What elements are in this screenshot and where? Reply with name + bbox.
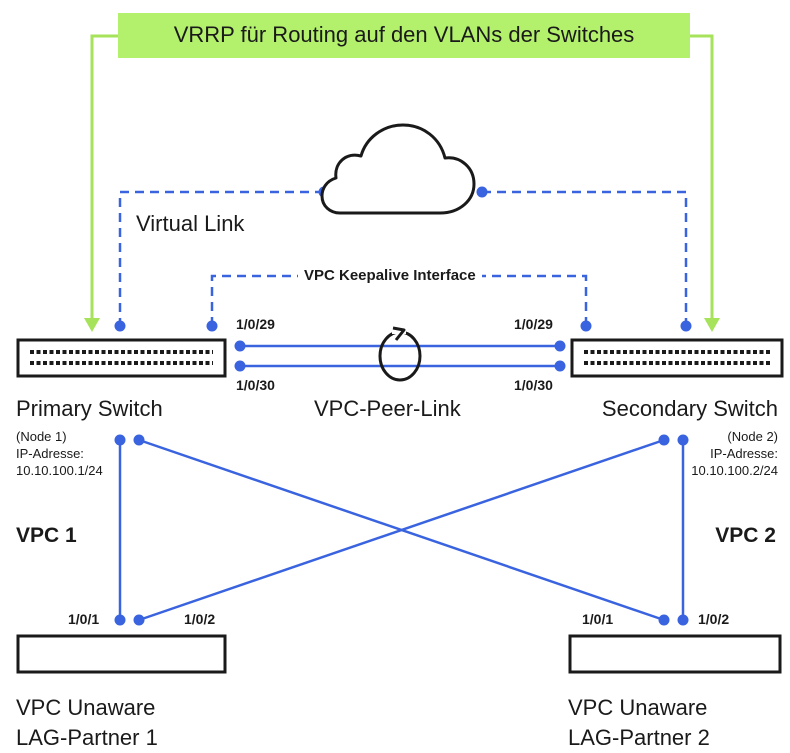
vpc1-label: VPC 1 (16, 524, 77, 547)
peer-dot-lb (234, 360, 246, 372)
primary-switch (16, 338, 227, 378)
keepalive-dot-left (206, 320, 218, 332)
secondary-switch-name: Secondary Switch (601, 396, 778, 421)
vrrp-line-right (688, 34, 714, 322)
vrrp-arrow-left (84, 318, 100, 332)
loop-arrow-icon (378, 326, 422, 382)
lag2-port-b: 1/0/2 (698, 611, 730, 627)
peer-link (240, 344, 560, 368)
vrrp-line-left (90, 34, 120, 322)
vrrp-arrow-right (704, 318, 720, 332)
lag2-line2: LAG-Partner 2 (568, 725, 710, 750)
vpc-links (118, 438, 685, 622)
peer-link-label: VPC-Peer-Link (314, 396, 461, 421)
secondary-node: (Node 2) (727, 429, 778, 444)
primary-ip-label: IP-Adresse: (16, 446, 84, 461)
vpc-dots (114, 434, 689, 626)
primary-ip: 10.10.100.1/24 (16, 463, 103, 478)
primary-switch-info: (Node 1) IP-Adresse: 10.10.100.1/24 (16, 428, 103, 479)
lag-partner-1-label: VPC Unaware LAG-Partner 1 (16, 693, 158, 753)
lag1-line1: VPC Unaware (16, 695, 156, 720)
peer-dot-rt (554, 340, 566, 352)
keepalive-dot-right (580, 320, 592, 332)
lag1-line2: LAG-Partner 1 (16, 725, 158, 750)
keepalive-label: VPC Keepalive Interface (298, 268, 482, 283)
peer-port-left-bottom: 1/0/30 (236, 377, 275, 393)
primary-node: (Node 1) (16, 429, 67, 444)
lag-partner-2-label: VPC Unaware LAG-Partner 2 (568, 693, 710, 753)
lag1-port-a: 1/0/1 (68, 611, 100, 627)
lag-partner-1-box (16, 634, 227, 674)
lag-partner-2-box (568, 634, 782, 674)
lag1-port-b: 1/0/2 (184, 611, 216, 627)
vpc2-cross (138, 438, 665, 622)
secondary-ip-label: IP-Adresse: (710, 446, 778, 461)
virtual-link-label: Virtual Link (136, 211, 245, 236)
secondary-switch (570, 338, 784, 378)
virtual-link-dot-right (476, 186, 488, 198)
lag2-line1: VPC Unaware (568, 695, 708, 720)
cloud-icon (320, 123, 476, 215)
peer-port-right-bottom: 1/0/30 (514, 377, 553, 393)
vrrp-connectors (90, 34, 714, 322)
secondary-ip: 10.10.100.2/24 (691, 463, 778, 478)
vrrp-banner (118, 13, 690, 58)
peer-dot-lt (234, 340, 246, 352)
virtual-link (118, 190, 688, 326)
peer-dot-rb (554, 360, 566, 372)
peer-port-left-top: 1/0/29 (236, 316, 275, 332)
virtual-link-left (118, 190, 324, 326)
peer-port-right-top: 1/0/29 (514, 316, 553, 332)
lag2-port-a: 1/0/1 (582, 611, 614, 627)
vpc2-label: VPC 2 (715, 524, 776, 547)
virtual-link-dot-secondary (680, 320, 692, 332)
primary-switch-name: Primary Switch (16, 396, 163, 421)
secondary-switch-info: (Node 2) IP-Adresse: 10.10.100.2/24 (691, 428, 778, 479)
virtual-link-dot-primary (114, 320, 126, 332)
virtual-link-right (482, 190, 688, 326)
vrrp-banner-label: VRRP für Routing auf den VLANs der Switc… (173, 22, 635, 47)
